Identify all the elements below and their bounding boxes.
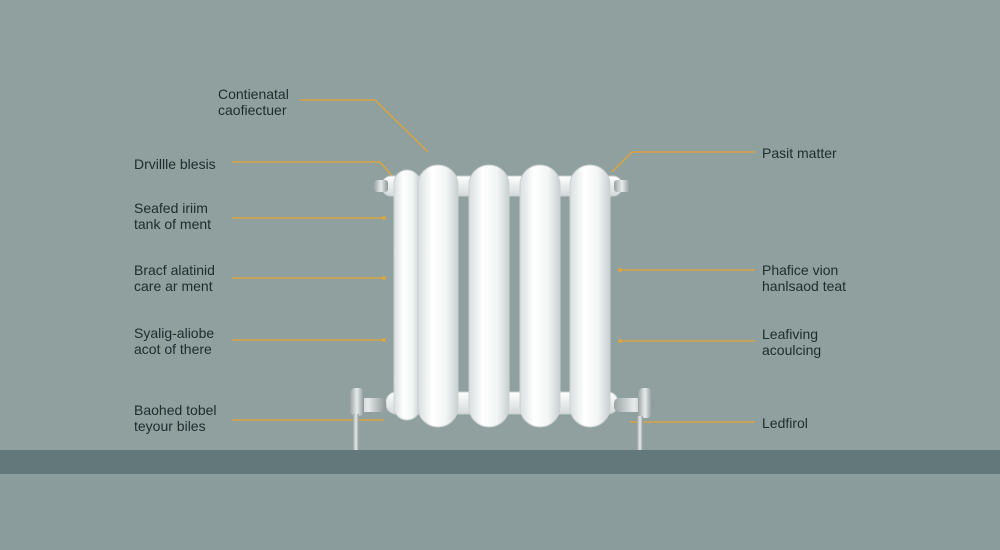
floor (0, 474, 1000, 550)
radiator (374, 164, 630, 428)
label-line: Phafice vion (762, 262, 839, 278)
label-line: Drvillle blesis (134, 156, 216, 172)
leader-dot (618, 268, 622, 272)
label-right-3: Leafiving acoulcing (762, 326, 821, 358)
label-line: teyour biles (134, 418, 206, 434)
radiator-column (519, 164, 561, 428)
leader-dot (382, 338, 386, 342)
floor-baseboard (0, 450, 1000, 474)
radiator-column (468, 164, 510, 428)
leader-line-top (300, 99, 429, 153)
label-left-5: Baohed tobel teyour biles (134, 402, 217, 434)
leader-line-right-1 (611, 151, 755, 173)
label-right-1: Pasit matter (762, 145, 837, 161)
leader-dots (382, 216, 622, 343)
label-line: tank of ment (134, 216, 212, 232)
label-line: acot of there (134, 341, 212, 357)
radiator-column (569, 164, 611, 428)
right-valve (614, 388, 654, 450)
label-line: Seafed iriim (134, 200, 208, 216)
label-left-2: Seafed iriim tank of ment (134, 200, 211, 232)
label-line: Syalig-aliobe (134, 325, 215, 341)
right-valve-cap (614, 180, 630, 192)
label-left-3: Bracf alatinid care ar ment (134, 262, 215, 294)
label-line: Baohed tobel (134, 402, 217, 418)
label-line: care ar ment (134, 278, 213, 294)
radiator-column (417, 164, 459, 428)
label-left-1: Drvillle blesis (134, 156, 216, 172)
label-right-2: Phafice vion hanlsaod teat (762, 262, 846, 294)
label-line: Ledfirol (762, 415, 808, 431)
left-valve (350, 388, 386, 450)
left-valve-cap (374, 180, 388, 192)
label-line: hanlsaod teat (762, 278, 847, 294)
leader-lines (232, 99, 755, 423)
leader-line-left-1 (232, 161, 393, 177)
leader-dot (618, 339, 622, 343)
leader-dot (382, 216, 386, 220)
label-line: caofiectuer (218, 102, 287, 118)
label-left-4: Syalig-aliobe acot of there (134, 325, 214, 357)
label-line: acoulcing (762, 342, 822, 358)
leader-dot (382, 276, 386, 280)
label-line: Leafiving (762, 326, 819, 342)
label-line: Bracf alatinid (134, 262, 215, 278)
label-top: Contienatal caofiectuer (218, 86, 289, 118)
label-right-4: Ledfirol (762, 415, 808, 431)
label-line: Pasit matter (762, 145, 837, 161)
label-line: Contienatal (218, 86, 289, 102)
radiator-column (393, 169, 421, 421)
